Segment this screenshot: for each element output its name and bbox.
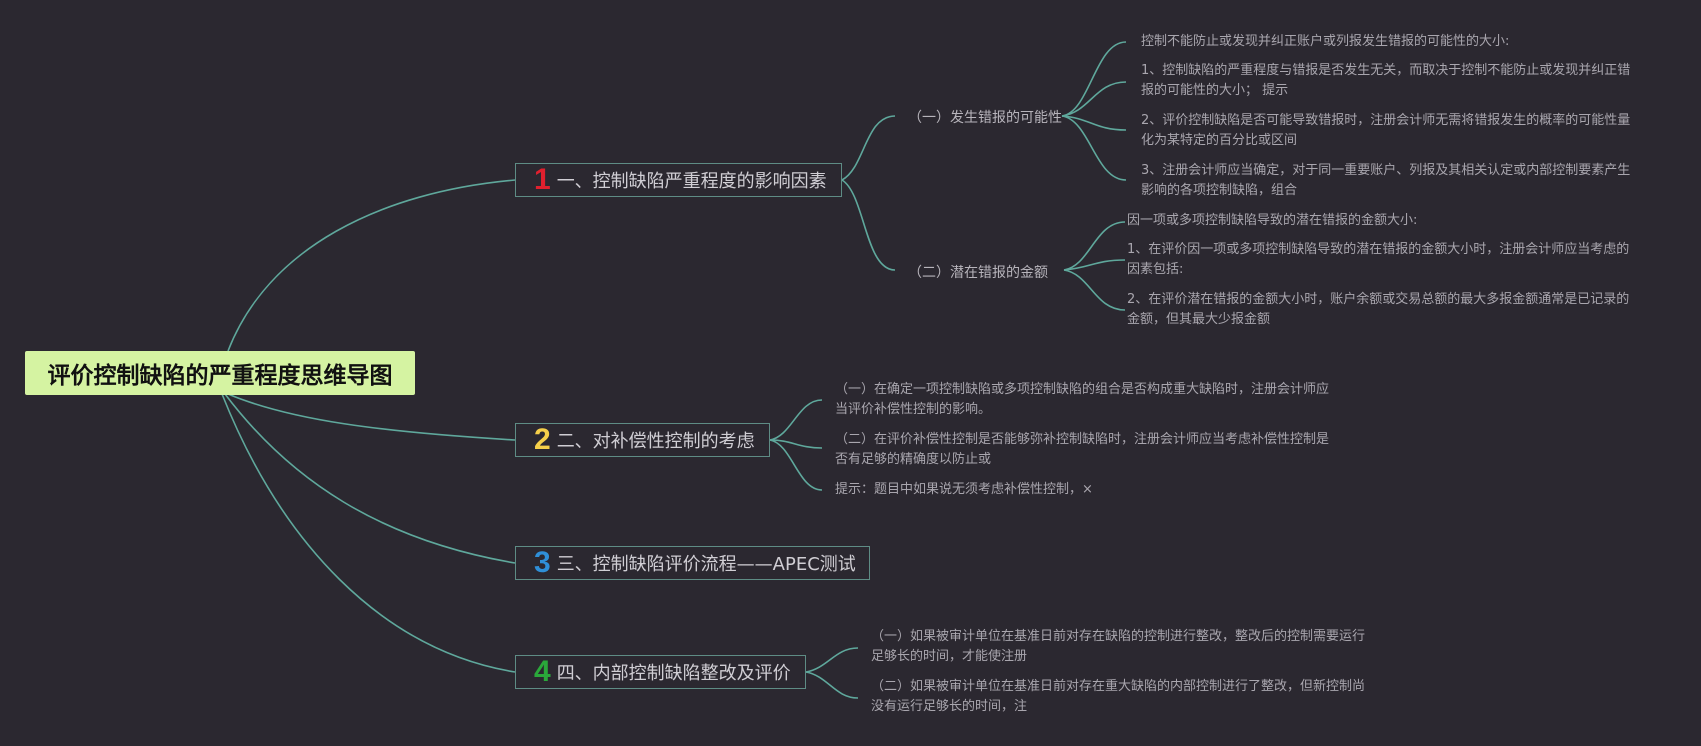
leaf-remediation-1[interactable]: （一）如果被审计单位在基准日前对存在缺陷的控制进行整改，整改后的控制需要运行足够… xyxy=(871,629,1366,664)
root-topic-label: 评价控制缺陷的严重程度思维导图 xyxy=(47,363,393,389)
connector-b2-leaf-2 xyxy=(769,439,823,449)
branch-number: 1 xyxy=(534,163,551,196)
leaf-amount-1[interactable]: 因一项或多项控制缺陷导致的潜在错报的金额大小: xyxy=(1127,213,1418,228)
root-topic[interactable]: 评价控制缺陷的严重程度思维导图 xyxy=(25,351,415,395)
connector-sub2-leaf-2 xyxy=(1063,259,1126,271)
branch-number: 3 xyxy=(534,546,551,579)
leaf-amount-2[interactable]: 1、在评价因一项或多项控制缺陷导致的潜在错报的金额大小时，注册会计师应当考虑的因… xyxy=(1127,242,1630,277)
branch-label: 四、内部控制缺陷整改及评价 xyxy=(556,663,791,684)
connector-root-branch-2 xyxy=(227,393,516,441)
connector-b2-leaf-1 xyxy=(769,399,823,441)
connector-sub1-leaf-1 xyxy=(1061,41,1127,117)
connector-b2-leaf-3 xyxy=(769,439,823,491)
branch-topic-3[interactable]: 3 三、控制缺陷评价流程——APEC测试 xyxy=(515,546,870,580)
connector-b1-sub1 xyxy=(841,115,896,181)
branch-label: 二、对补偿性控制的考虑 xyxy=(556,431,755,452)
leaf-likelihood-1[interactable]: 控制不能防止或发现并纠正账户或列报发生错报的可能性的大小: xyxy=(1141,34,1510,49)
subtopic-likelihood[interactable]: （一）发生错报的可能性 xyxy=(908,110,1062,126)
branch-label: 三、控制缺陷评价流程——APEC测试 xyxy=(556,554,856,575)
connector-root-branch-3 xyxy=(224,393,516,564)
connector-sub1-leaf-4 xyxy=(1061,115,1127,181)
connector-sub1-leaf-3 xyxy=(1061,115,1127,131)
branch-topic-2[interactable]: 2 二、对补偿性控制的考虑 xyxy=(515,423,770,457)
connector-sub2-leaf-1 xyxy=(1063,221,1126,271)
branch-number: 4 xyxy=(534,655,551,688)
leaf-amount-3[interactable]: 2、在评价潜在错报的金额大小时，账户余额或交易总额的最大多报金额通常是已记录的金… xyxy=(1127,292,1630,327)
branch-topic-1[interactable]: 1 一、控制缺陷严重程度的影响因素 xyxy=(515,163,842,197)
connector-b1-sub2 xyxy=(841,179,896,271)
connector-sub1-leaf-2 xyxy=(1061,81,1127,117)
connector-b4-leaf-2 xyxy=(805,671,859,699)
leaf-likelihood-2[interactable]: 1、控制缺陷的严重程度与错报是否发生无关，而取决于控制不能防止或发现并纠正错报的… xyxy=(1141,63,1631,98)
leaf-compensating-2[interactable]: （二）在评价补偿性控制是否能够弥补控制缺陷时，注册会计师应当考虑补偿性控制是否有… xyxy=(835,432,1330,467)
branch-label: 一、控制缺陷严重程度的影响因素 xyxy=(556,171,827,192)
connector-sub2-leaf-3 xyxy=(1063,269,1126,311)
leaf-compensating-3[interactable]: 提示：题目中如果说无须考虑补偿性控制，× xyxy=(835,482,1093,497)
connector-b4-leaf-1 xyxy=(805,647,859,673)
branch-topic-4[interactable]: 4 四、内部控制缺陷整改及评价 xyxy=(515,655,806,689)
leaf-likelihood-3[interactable]: 2、评价控制缺陷是否可能导致错报时，注册会计师无需将错报发生的概率的可能性量化为… xyxy=(1141,113,1631,148)
connector-root-branch-4 xyxy=(221,393,516,673)
leaf-compensating-1[interactable]: （一）在确定一项控制缺陷或多项控制缺陷的组合是否构成重大缺陷时，注册会计师应当评… xyxy=(835,382,1330,417)
connector-root-branch-1 xyxy=(227,179,516,352)
leaf-likelihood-4[interactable]: 3、注册会计师应当确定，对于同一重要账户、列报及其相关认定或内部控制要素产生影响… xyxy=(1141,163,1631,198)
branch-number: 2 xyxy=(534,423,551,456)
subtopic-amount[interactable]: （二）潜在错报的金额 xyxy=(908,265,1048,281)
leaf-remediation-2[interactable]: （二）如果被审计单位在基准日前对存在重大缺陷的内部控制进行了整改，但新控制尚没有… xyxy=(871,679,1366,714)
